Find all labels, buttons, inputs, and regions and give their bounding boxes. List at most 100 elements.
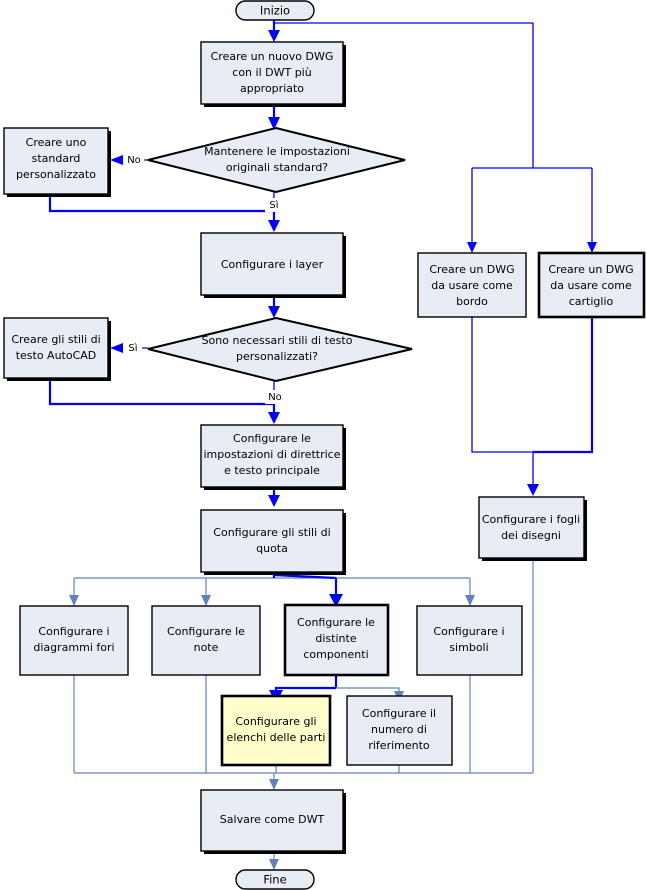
custom-standard-line-3: personalizzato: [16, 168, 96, 181]
edge-custom-standard-to-layers: [48, 195, 276, 221]
end-label: Fine: [263, 873, 286, 887]
config-notes-line-2: note: [194, 641, 219, 654]
node-config-notes[interactable]: Configurare le note: [151, 605, 261, 676]
node-create-dwg[interactable]: Creare un nuovo DWG con il DWT più appro…: [200, 41, 346, 107]
config-sheets-line-1: Configurare i fogli: [482, 513, 580, 526]
node-save-dwt[interactable]: Salvare come DWT: [200, 789, 346, 854]
node-config-hole-charts[interactable]: Configurare i diagrammi fori: [19, 605, 129, 676]
arrow-to-bom: [329, 594, 343, 607]
node-end[interactable]: Fine: [235, 869, 315, 890]
arrow-to-create-dwg: [268, 30, 280, 42]
config-leader-shape: [200, 424, 344, 488]
create-border-line-1: Creare un DWG: [429, 263, 514, 276]
config-balloon-line-2: numero di: [371, 723, 427, 736]
node-config-dim-styles[interactable]: Configurare gli stili di quota: [200, 509, 346, 575]
si2-label-bg: [124, 341, 142, 355]
config-dim-styles-line-2: quota: [256, 542, 288, 555]
edge-titleblock-to-sheets: [533, 317, 594, 454]
config-sheets-shape: [478, 496, 585, 559]
edge-bom-to-balloon: [336, 687, 400, 694]
edge-label-layer: No Sì Sì No: [124, 153, 285, 404]
create-titleblock-line-3: cartiglio: [569, 295, 614, 308]
arrow-to-create-text-styles: [110, 343, 123, 353]
config-parts-lists-line-1: Configurare gli: [235, 715, 316, 728]
node-config-sheets[interactable]: Configurare i fogli dei disegni: [478, 496, 587, 561]
node-create-titleblock[interactable]: Creare un DWG da usare come cartiglio: [537, 251, 646, 319]
config-symbols-line-1: Configurare i: [433, 625, 504, 638]
edge-label-si2: Sì: [128, 342, 137, 354]
create-titleblock-line-1: Creare un DWG: [548, 263, 633, 276]
edge-label-no: No: [127, 155, 141, 166]
config-leader-line-3: e testo principale: [224, 464, 320, 477]
config-sheets-line-2: dei disegni: [501, 529, 561, 542]
edge-right-branch-split: [471, 167, 593, 245]
config-parts-lists-line-2: elenchi delle parti: [227, 731, 326, 744]
create-titleblock-shape: [537, 251, 646, 319]
custom-standard-line-2: standard: [32, 152, 81, 165]
arrow-to-border: [467, 242, 477, 253]
node-start[interactable]: Inizio: [235, 0, 315, 21]
config-bom-line-2: distinte: [315, 632, 356, 645]
node-config-layers[interactable]: Configurare i layer: [200, 232, 346, 298]
arrow-to-symbols: [465, 595, 475, 606]
config-hole-charts-shape: [19, 605, 129, 676]
node-config-parts-lists[interactable]: Configurare gli elenchi delle parti: [220, 694, 332, 767]
keep-standard-diamond: [147, 126, 406, 194]
create-titleblock-line-2: da usare come: [550, 279, 632, 292]
create-dwg-line-2: con il DWT più: [232, 66, 311, 79]
edge-border-to-sheets: [471, 317, 534, 485]
node-text-styles-decision[interactable]: Sono necessari stili di testo personaliz…: [147, 316, 413, 383]
create-text-styles-line-2: testo AutoCAD: [16, 349, 97, 362]
create-dwg-line-1: Creare un nuovo DWG: [211, 50, 334, 63]
custom-standard-shape: [3, 127, 109, 195]
connector-layer: [48, 20, 597, 870]
config-notes-line-1: Configurare le: [167, 625, 245, 638]
arrow-to-config-layers: [268, 220, 280, 232]
arrow-to-custom-standard: [110, 155, 123, 165]
node-custom-standard[interactable]: Creare uno standard personalizzato: [3, 127, 111, 197]
edge-label-si: Sì: [269, 199, 278, 211]
si-label-bg: [265, 198, 283, 212]
create-text-styles-shape: [3, 317, 109, 379]
config-leader-line-2: impostazioni di direttrice: [204, 448, 341, 461]
edge-text-styles-to-leader: [48, 381, 276, 413]
arrow-to-sheets: [527, 484, 539, 496]
config-leader-line-1: Configurare le: [233, 432, 311, 445]
arrow-to-save-dwt: [269, 779, 279, 790]
arrow-to-end: [269, 859, 279, 870]
save-dwt-line-1: Salvare come DWT: [220, 813, 325, 826]
node-config-symbols[interactable]: Configurare i simboli: [416, 605, 523, 676]
text-styles-q-line-2: personalizzati?: [236, 350, 318, 363]
start-terminator-shape: [235, 0, 315, 21]
arrow-to-hole-charts: [69, 595, 79, 606]
text-styles-diamond: [147, 316, 413, 383]
text-styles-q-line-1: Sono necessari stili di testo: [202, 334, 353, 347]
create-border-line-2: da usare come: [431, 279, 513, 292]
edge-dim-fanout-stem-top: [273, 573, 337, 580]
node-create-border[interactable]: Creare un DWG da usare come bordo: [417, 252, 527, 318]
arrow-to-keep-standard: [268, 117, 280, 130]
edge-bom-to-parts-lists: [274, 686, 336, 694]
start-label: Inizio: [260, 4, 290, 18]
no2-label-bg: [265, 390, 285, 404]
config-bom-line-1: Configurare le: [297, 616, 375, 629]
node-config-balloon[interactable]: Configurare il numero di riferimento: [346, 695, 453, 766]
config-notes-shape: [151, 605, 261, 676]
config-dim-styles-shape: [200, 509, 344, 573]
node-create-text-styles[interactable]: Creare gli stili di testo AutoCAD: [3, 317, 111, 381]
save-dwt-shape: [200, 789, 344, 852]
config-symbols-shape: [416, 605, 523, 676]
config-parts-lists-shape: [220, 694, 332, 767]
config-symbols-line-2: simboli: [449, 641, 488, 654]
create-dwg-shape: [200, 41, 344, 105]
no-label-bg: [124, 153, 144, 167]
config-balloon-shape: [346, 695, 453, 766]
config-layers-line-1: Configurare i layer: [221, 258, 324, 271]
node-keep-standard-decision[interactable]: Mantenere le impostazioni originali stan…: [147, 126, 406, 194]
arrow-to-notes: [201, 595, 211, 606]
node-config-bom[interactable]: Configurare le distinte componenti: [283, 603, 390, 677]
node-config-leader[interactable]: Configurare le impostazioni di direttric…: [200, 424, 346, 490]
arrow-to-text-styles-q: [268, 306, 280, 318]
